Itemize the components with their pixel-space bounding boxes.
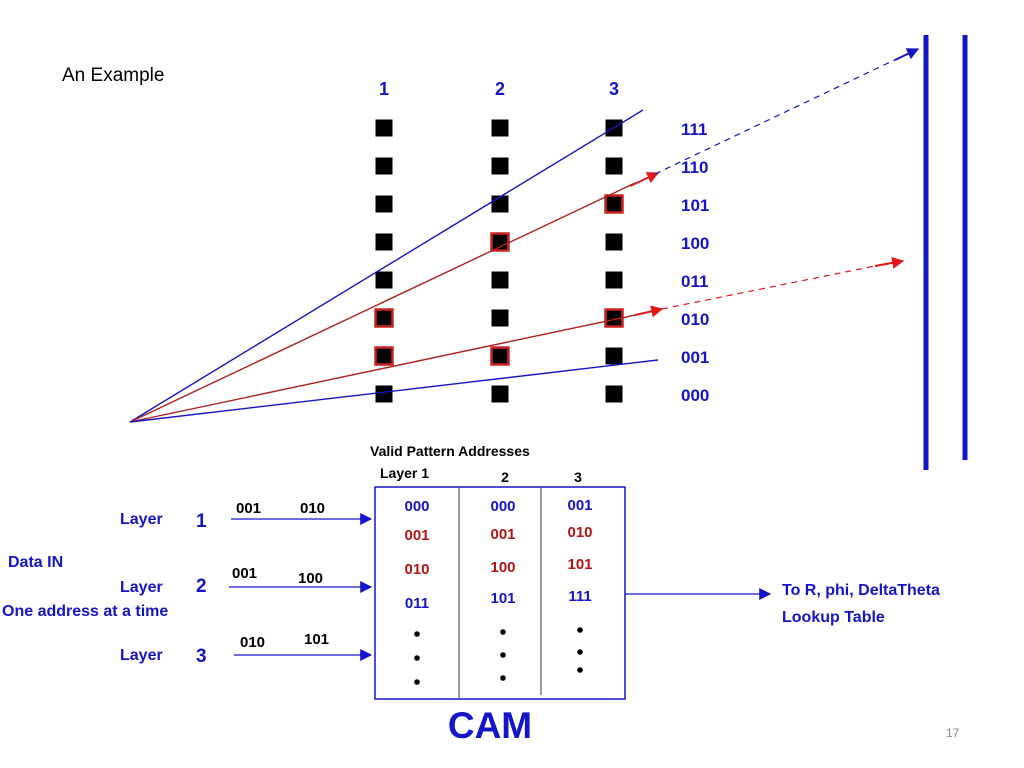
input-layer-number: 2 bbox=[196, 576, 207, 597]
ellipsis-dot bbox=[414, 631, 420, 637]
input-address-a: 001 bbox=[236, 500, 261, 517]
detector-squares bbox=[374, 119, 624, 403]
cam-cell: 000 bbox=[404, 498, 429, 515]
track-red-upper-arrow bbox=[629, 172, 660, 187]
row-address-label: 110 bbox=[681, 158, 708, 177]
data-in-label: Data IN bbox=[8, 554, 63, 571]
input-row-layer-3: Layer 3 010 101 bbox=[120, 631, 373, 667]
row-address-label: 111 bbox=[681, 120, 708, 139]
input-address-b: 100 bbox=[298, 570, 323, 587]
track-red-lower-extension bbox=[661, 264, 881, 310]
input-layer-number: 3 bbox=[196, 646, 207, 667]
layer-label-2: 2 bbox=[495, 79, 505, 99]
layer-label-3: 3 bbox=[609, 79, 619, 99]
detector-square bbox=[375, 233, 393, 251]
cam-cell: 011 bbox=[405, 595, 429, 612]
ellipsis-dot bbox=[500, 652, 506, 658]
output-label-line-1: To R, phi, DeltaTheta bbox=[782, 582, 940, 599]
track-red-lower-arrow bbox=[634, 305, 664, 318]
hit-square bbox=[604, 194, 624, 214]
cam-cell: 100 bbox=[490, 559, 515, 576]
track-red-upper bbox=[129, 182, 636, 423]
input-address-b: 010 bbox=[300, 500, 325, 517]
cam-label: CAM bbox=[448, 705, 532, 746]
input-address-a: 010 bbox=[240, 634, 265, 651]
row-address-label: 001 bbox=[681, 348, 709, 367]
row-address-label: 100 bbox=[681, 234, 709, 253]
detector-square bbox=[605, 271, 623, 289]
detector-square bbox=[491, 119, 509, 137]
track-blue-upper bbox=[129, 109, 644, 423]
tracks bbox=[129, 48, 920, 423]
input-layer-word: Layer bbox=[120, 511, 163, 528]
track-red-lower bbox=[129, 313, 641, 423]
row-address-label: 101 bbox=[681, 196, 709, 215]
input-layer-number: 1 bbox=[196, 511, 207, 532]
detector-square bbox=[375, 271, 393, 289]
ellipsis-dot bbox=[577, 667, 583, 673]
input-address-b: 101 bbox=[304, 631, 329, 648]
detector-square bbox=[605, 233, 623, 251]
detector-square bbox=[375, 119, 393, 137]
cam-box bbox=[374, 486, 626, 700]
detector-arrow-head bbox=[894, 48, 920, 61]
cam-cell: 001 bbox=[567, 497, 592, 514]
cam-cell: 111 bbox=[568, 588, 591, 605]
ellipsis-dot bbox=[414, 655, 420, 661]
detector-square bbox=[491, 271, 509, 289]
cam-col-header-3: 3 bbox=[574, 469, 582, 485]
cam-col-header-1: Layer 1 bbox=[380, 465, 429, 481]
cam-cell: 101 bbox=[490, 590, 515, 607]
row-address-label: 010 bbox=[681, 310, 709, 329]
row-address-labels: 111 110 101 100 011 010 001 000 bbox=[681, 120, 709, 405]
detector-square bbox=[491, 385, 509, 403]
track-blue-lower bbox=[129, 359, 659, 423]
input-row-layer-2: Layer 2 001 100 bbox=[120, 565, 373, 597]
row-address-label: 011 bbox=[681, 272, 708, 291]
ellipsis-dot bbox=[500, 675, 506, 681]
detector-square bbox=[605, 347, 623, 365]
input-row-layer-1: Layer 1 001 010 bbox=[120, 500, 373, 532]
hit-square bbox=[374, 308, 394, 328]
detector-square bbox=[375, 157, 393, 175]
detector-square bbox=[605, 157, 623, 175]
cam-col-header-2: 2 bbox=[501, 469, 509, 485]
row-address-label: 000 bbox=[681, 386, 709, 405]
cam-cell: 000 bbox=[490, 498, 515, 515]
cam-title: Valid Pattern Addresses bbox=[370, 443, 530, 459]
page-number: 17 bbox=[946, 726, 960, 740]
hit-square bbox=[374, 346, 394, 366]
cam-cell: 010 bbox=[567, 524, 592, 541]
ellipsis-dot bbox=[414, 679, 420, 685]
detector-square bbox=[491, 195, 509, 213]
input-layer-word: Layer bbox=[120, 647, 163, 664]
hit-square bbox=[490, 346, 510, 366]
detector-square bbox=[491, 157, 509, 175]
ellipsis-dot bbox=[577, 649, 583, 655]
detector-square bbox=[375, 385, 393, 403]
output-label-line-2: Lookup Table bbox=[782, 609, 885, 626]
detector-square bbox=[605, 385, 623, 403]
one-address-label: One address at a time bbox=[2, 603, 168, 620]
cam-cell: 001 bbox=[404, 527, 429, 544]
track-red-lower-head bbox=[874, 256, 905, 269]
layer-column-labels: 1 2 3 bbox=[379, 79, 619, 99]
hit-square bbox=[490, 232, 510, 252]
cam-ellipsis-dots bbox=[414, 627, 583, 685]
slide-heading: An Example bbox=[62, 65, 164, 86]
input-layer-word: Layer bbox=[120, 579, 163, 596]
detector-square bbox=[375, 195, 393, 213]
input-address-a: 001 bbox=[232, 565, 257, 582]
cam-cell: 101 bbox=[567, 556, 592, 573]
ellipsis-dot bbox=[500, 629, 506, 635]
cam-cells: 000 001 010 011 000 001 100 101 001 010 101 111 bbox=[404, 497, 592, 612]
layer-label-1: 1 bbox=[379, 79, 389, 99]
cam-cell: 001 bbox=[490, 526, 515, 543]
track-red-upper-extension bbox=[654, 54, 906, 175]
detector-square bbox=[491, 309, 509, 327]
cam-cell: 010 bbox=[404, 561, 429, 578]
ellipsis-dot bbox=[577, 627, 583, 633]
